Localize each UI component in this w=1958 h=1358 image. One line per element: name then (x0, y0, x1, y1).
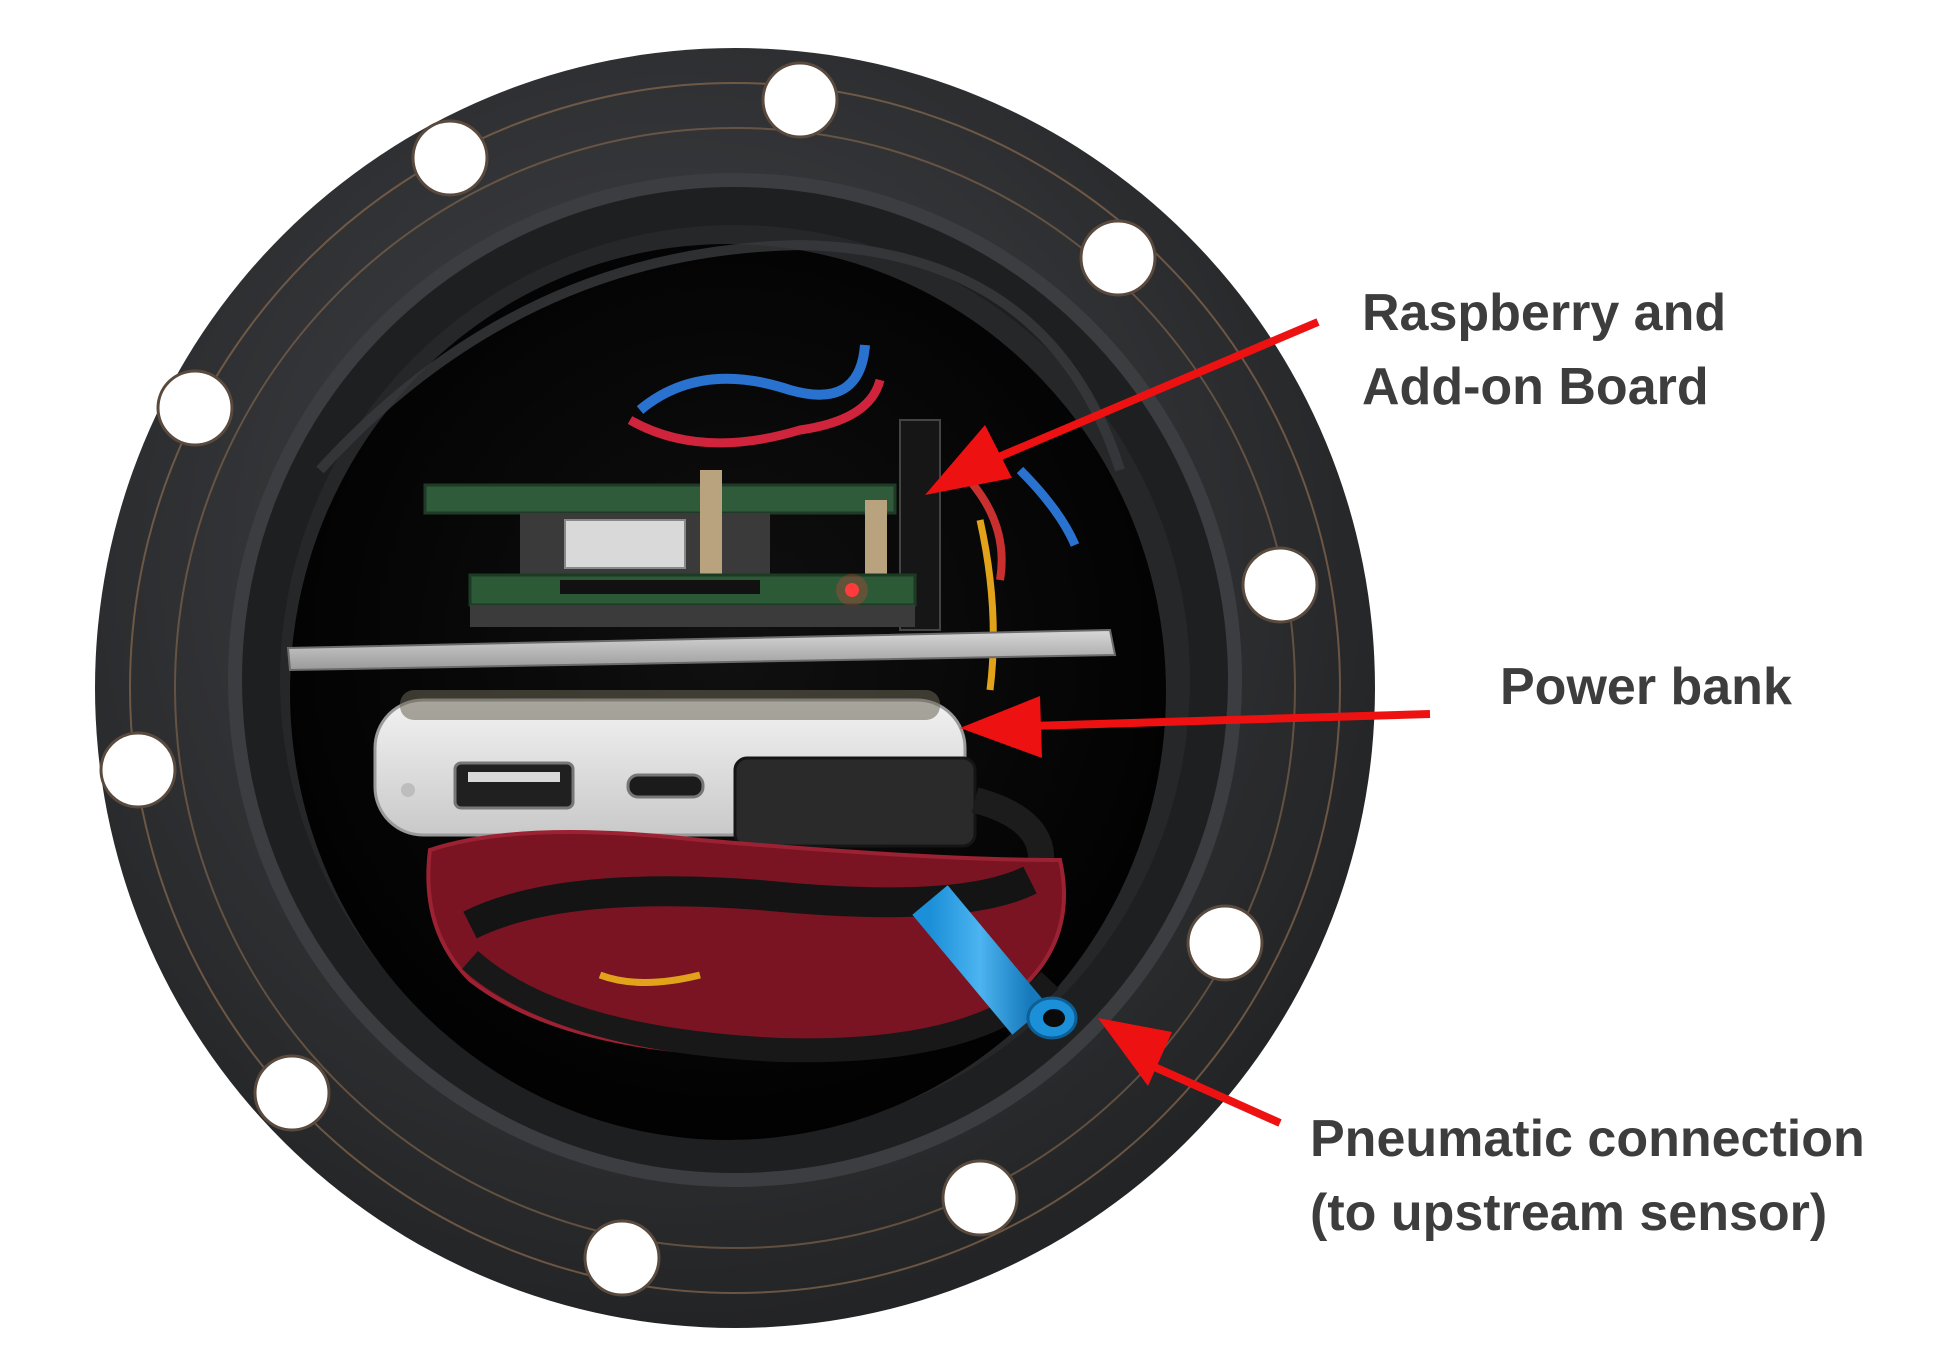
label-pneumatic-connection: Pneumatic connection (to upstream sensor… (1310, 1102, 1865, 1250)
board-base (470, 605, 915, 627)
bolt-hole (583, 1219, 661, 1297)
raspberry-board-stack (423, 470, 917, 627)
arrow-power-head (960, 696, 1042, 758)
yellow-wire (598, 971, 701, 986)
charging-plug (733, 756, 977, 848)
black-cable-loop (463, 866, 1037, 939)
bolt-hole (1241, 546, 1319, 624)
label-pneumatic-line2: (to upstream sensor) (1310, 1184, 1828, 1242)
label-raspberry-line2: Add-on Board (1362, 358, 1709, 416)
power-bank-top-dirt (400, 690, 940, 720)
black-cable-lower (462, 950, 1059, 1063)
status-led-glow (836, 574, 868, 606)
side-wire-yellow (976, 519, 997, 691)
usb-a-port (453, 761, 575, 810)
header-pins (560, 580, 760, 594)
usb-connector (564, 519, 686, 569)
bolt-hole (761, 61, 839, 139)
arrow-raspberry-shaft (973, 318, 1320, 471)
usb-a-tongue (468, 772, 560, 782)
label-pneumatic-line1: Pneumatic connection (1310, 1110, 1865, 1168)
arrow-power-shaft (1029, 710, 1431, 730)
label-raspberry-board: Raspberry and Add-on Board (1362, 276, 1726, 424)
red-wire (627, 378, 885, 448)
label-power-line1: Power bank (1500, 658, 1792, 716)
label-power-bank: Power bank (1500, 650, 1792, 724)
cavity-rim (316, 239, 1125, 474)
arrow-raspberry-head (925, 425, 1012, 495)
label-raspberry-line1: Raspberry and (1362, 284, 1727, 342)
bolt-holes (99, 61, 1319, 1297)
bolt-hole (1079, 219, 1157, 297)
tube-body (912, 885, 1048, 1035)
bolt-hole (1186, 904, 1264, 982)
side-wire-blue (1016, 466, 1080, 547)
arrow-pneumatic-head (1098, 1018, 1172, 1086)
status-led (845, 583, 859, 597)
flange-ring-outer (129, 82, 1341, 1294)
tube-bore (1043, 1009, 1065, 1027)
bolt-hole (253, 1054, 331, 1132)
bolt-hole (941, 1159, 1019, 1237)
micro-usb-port (626, 773, 705, 799)
flange-ring-inner (174, 127, 1296, 1249)
bolt-hole (156, 369, 234, 447)
bolt-hole (99, 731, 177, 809)
power-led (401, 783, 415, 797)
pneumatic-tube (912, 885, 1078, 1040)
bolt-hole (411, 119, 489, 197)
shelf-plate (286, 628, 1117, 672)
blue-wire (636, 344, 870, 414)
addon-board (423, 483, 897, 515)
callout-arrows (925, 318, 1431, 1127)
arrow-pneumatic-shaft (1148, 1061, 1282, 1127)
